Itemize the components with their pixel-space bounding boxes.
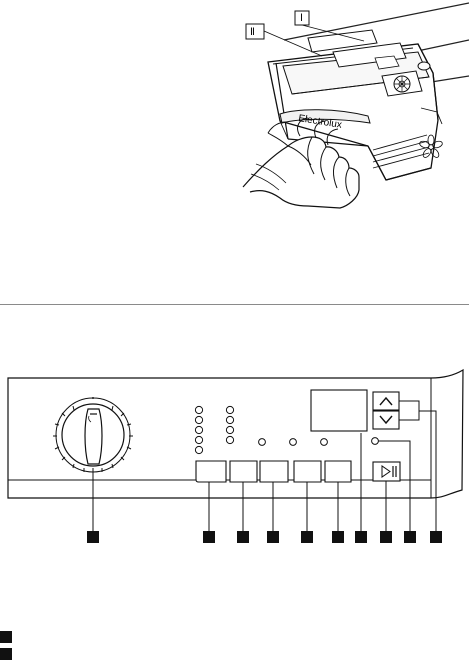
start-pause-button[interactable] [373, 462, 400, 481]
callout-marker-5: ■ [301, 531, 313, 543]
callout-marker-10: ■ [430, 531, 442, 543]
footer-markers: ■ ■ [0, 631, 20, 662]
callout-marker-8: ■ [380, 531, 392, 543]
section-divider [0, 304, 469, 305]
footer-marker-2: ■ [0, 648, 12, 660]
control-panel-svg [0, 360, 469, 560]
callout-marker-2: ■ [203, 531, 215, 543]
display-window [311, 390, 367, 431]
option-buttons[interactable] [196, 461, 351, 482]
up-arrow-button[interactable] [373, 392, 399, 410]
callout-marker-9: ■ [404, 531, 416, 543]
prewash-label: Ⅰ [300, 13, 303, 24]
callout-marker-3: ■ [237, 531, 249, 543]
footer-marker-1: ■ [0, 631, 12, 643]
control-panel-illustration: ■ ■ ■ ■ ■ ■ ■ ■ ■ ■ [0, 360, 469, 560]
callout-marker-4: ■ [267, 531, 279, 543]
upper-detergent-drawer-illustration: Electrolux Ⅱ Ⅰ [228, 0, 469, 230]
callout-marker-6: ■ [332, 531, 344, 543]
callout-marker-7: ■ [355, 531, 367, 543]
main-wash-label: Ⅱ [250, 27, 255, 38]
callout-marker-1: ■ [87, 531, 99, 543]
detergent-drawer-svg: Electrolux Ⅱ Ⅰ [228, 0, 469, 230]
callout-markers: ■ ■ ■ ■ ■ ■ ■ ■ ■ ■ [0, 531, 469, 551]
down-arrow-button[interactable] [373, 411, 399, 429]
